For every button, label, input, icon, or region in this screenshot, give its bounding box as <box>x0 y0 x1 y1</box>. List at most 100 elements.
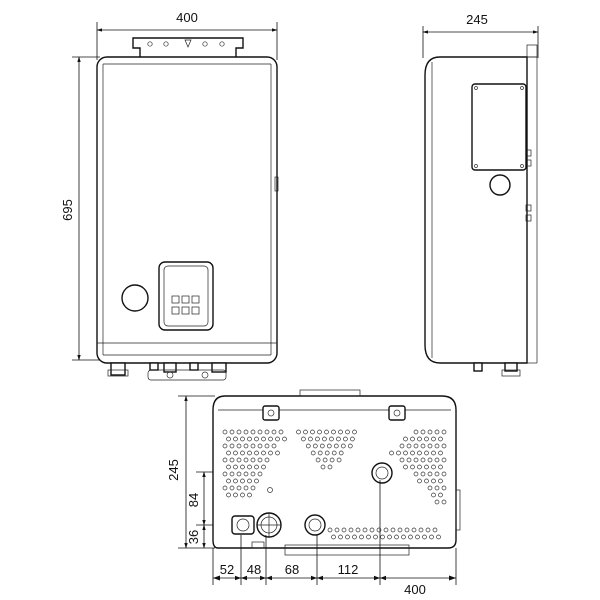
vent-hole <box>338 450 344 456</box>
vent-hole <box>350 436 355 442</box>
vent-hole <box>399 443 405 449</box>
vent-hole <box>257 429 263 435</box>
vent-hole <box>305 443 311 449</box>
vent-hole <box>336 436 341 442</box>
vent-hole <box>333 443 339 449</box>
vent-hole <box>250 485 256 491</box>
vent-hole <box>236 429 242 435</box>
vent-hole <box>390 527 396 533</box>
vent-hole <box>413 443 419 449</box>
vent-hole <box>397 527 403 533</box>
vent-hole <box>406 443 412 449</box>
vent-hole <box>257 471 263 477</box>
vent-hole <box>408 534 413 540</box>
vent-hole <box>410 450 415 456</box>
vent-hole <box>240 478 245 484</box>
vent-hole <box>406 457 412 463</box>
vent-hole <box>320 464 326 470</box>
vent-hole <box>431 492 436 498</box>
vent-hole <box>431 478 436 484</box>
vent-hole <box>376 527 382 533</box>
vent-hole <box>432 527 438 533</box>
vent-hole <box>233 464 238 470</box>
vent-hole <box>254 478 259 484</box>
front-height-label: 695 <box>60 199 75 221</box>
vent-hole <box>261 464 266 470</box>
vent-hole <box>247 492 252 498</box>
bottom-x4-label: 112 <box>338 562 359 577</box>
vent-hole <box>348 527 354 533</box>
vent-hole <box>243 457 249 463</box>
vent-hole <box>226 492 231 498</box>
side-brackets <box>525 149 532 222</box>
vent-hole <box>229 471 235 477</box>
side-view: 245 <box>422 12 539 377</box>
vent-hole <box>438 464 443 470</box>
vent-hole <box>420 471 426 477</box>
vent-hole <box>222 443 228 449</box>
vent-hole <box>247 464 252 470</box>
vent-hole <box>236 471 242 477</box>
vent-hole <box>441 457 447 463</box>
vent-hole <box>387 534 392 540</box>
vent-hole <box>434 457 440 463</box>
vent-hole <box>222 485 228 491</box>
vent-hole <box>347 443 353 449</box>
vent-hole <box>438 478 443 484</box>
vent-hole <box>324 429 329 435</box>
vent-hole <box>329 436 334 442</box>
vent-hole <box>429 534 434 540</box>
vent-hole <box>264 457 270 463</box>
vent-hole <box>250 443 256 449</box>
vent-hole <box>310 429 315 435</box>
vent-hole <box>394 534 399 540</box>
vent-hole <box>226 436 231 442</box>
vent-hole <box>319 443 325 449</box>
bottom-offset-36-dimension: 36 <box>186 524 206 549</box>
vent-hole <box>340 443 346 449</box>
vent-hole <box>411 527 417 533</box>
vent-hole <box>403 436 408 442</box>
vent-hole <box>322 457 328 463</box>
vent-hole <box>410 436 415 442</box>
vent-hole <box>329 457 335 463</box>
vent-hole <box>282 436 287 442</box>
vent-hole <box>240 450 245 456</box>
front-fittings <box>107 362 227 381</box>
vent-hole <box>222 429 228 435</box>
bottom-x3-label: 68 <box>285 562 299 577</box>
vent-hole <box>236 485 242 491</box>
vent-hole <box>417 464 422 470</box>
side-depth-dimension: 245 <box>422 12 539 58</box>
bottom-connections <box>231 462 410 556</box>
bottom-depth-dimension: 245 <box>166 395 215 549</box>
control-buttons <box>171 295 200 315</box>
vent-hole <box>438 450 443 456</box>
vent-hole <box>413 457 419 463</box>
vent-hole <box>355 527 361 533</box>
vent-hole <box>243 471 249 477</box>
vent-hole <box>326 443 332 449</box>
vent-hole <box>338 429 343 435</box>
vent-hole <box>331 534 336 540</box>
vent-hole <box>431 464 436 470</box>
vent-hole <box>226 450 231 456</box>
vent-hole <box>257 443 263 449</box>
vent-hole <box>434 471 440 477</box>
vent-hole <box>331 450 337 456</box>
vent-hole <box>380 534 385 540</box>
vent-hole <box>424 436 429 442</box>
vent-hole <box>434 443 440 449</box>
vent-hole <box>247 436 252 442</box>
bottom-view: 245 84 36 <box>166 389 461 597</box>
vent-hole <box>247 450 252 456</box>
vent-hole <box>396 450 401 456</box>
vent-hole <box>236 457 242 463</box>
vent-hole <box>417 478 422 484</box>
vent-hole <box>338 534 343 540</box>
vent-hole <box>243 443 249 449</box>
vent-hole <box>403 464 408 470</box>
vent-hole <box>438 436 443 442</box>
vent-hole <box>352 534 357 540</box>
vent-hole <box>373 534 378 540</box>
